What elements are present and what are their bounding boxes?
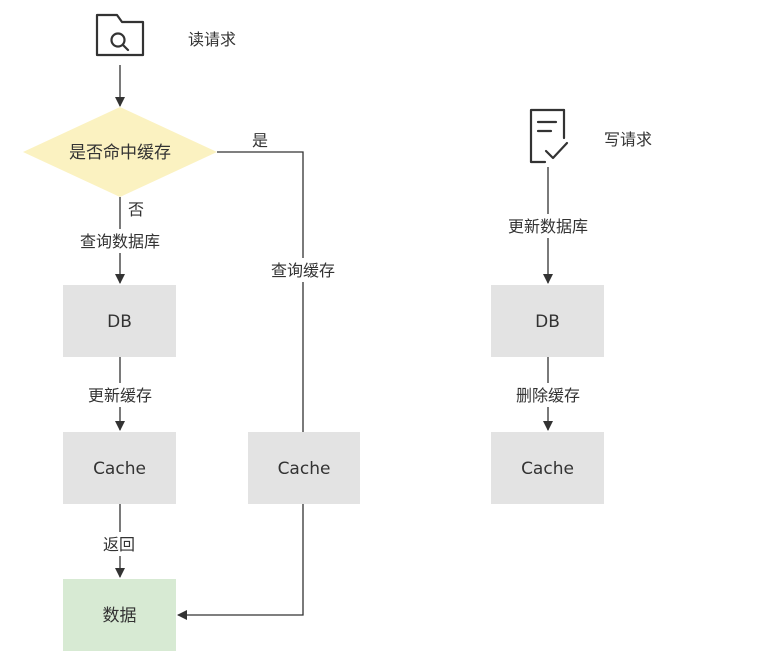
read-request-title: 读请求 (188, 30, 236, 49)
update-db-label: 更新数据库 (508, 217, 588, 236)
folder-search-icon (95, 13, 145, 57)
write-db-label: DB (535, 312, 560, 332)
write-request-title: 写请求 (604, 130, 652, 149)
cache-hit-box (248, 432, 360, 504)
read-db-box (63, 285, 176, 357)
write-cache-box (491, 432, 604, 504)
cache-hit-decision (23, 107, 217, 197)
write-db-box (491, 285, 604, 357)
read-cache-box (63, 432, 176, 504)
read-db-label: DB (107, 312, 132, 332)
read-cache-label: Cache (93, 459, 146, 479)
delete-cache-label: 删除缓存 (516, 386, 580, 405)
cache-hit-label: Cache (278, 459, 331, 479)
return-label: 返回 (103, 535, 135, 554)
edge-cache-hit-to-data (177, 504, 304, 620)
query-db-label: 查询数据库 (80, 232, 160, 251)
update-cache-label: 更新缓存 (88, 386, 152, 405)
data-box (63, 579, 176, 651)
edge-yes-branch (217, 151, 304, 432)
clipboard-check-icon (529, 108, 569, 164)
data-label: 数据 (103, 606, 137, 626)
query-cache-label: 查询缓存 (271, 261, 335, 280)
write-cache-label: Cache (521, 459, 574, 479)
yes-label: 是 (252, 131, 268, 150)
decision-label: 是否命中缓存 (69, 143, 171, 163)
no-label: 否 (128, 200, 144, 219)
